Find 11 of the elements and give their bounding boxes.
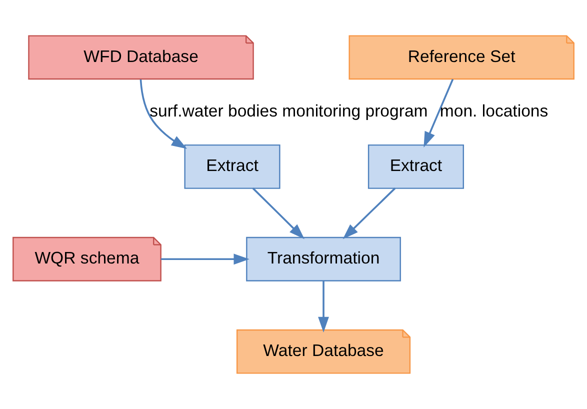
arrow — [342, 188, 396, 240]
arrow — [140, 79, 188, 149]
node-box: Transformation — [246, 236, 401, 282]
arrow — [424, 78, 454, 148]
arrow — [252, 188, 305, 240]
edge-label: surf.water bodies monitoring program — [150, 101, 428, 120]
node-box: Extract — [184, 144, 280, 189]
arrow — [160, 254, 250, 265]
arrow — [318, 280, 329, 332]
node-box: Extract — [368, 144, 464, 189]
edge-label: mon. locations — [440, 101, 548, 120]
